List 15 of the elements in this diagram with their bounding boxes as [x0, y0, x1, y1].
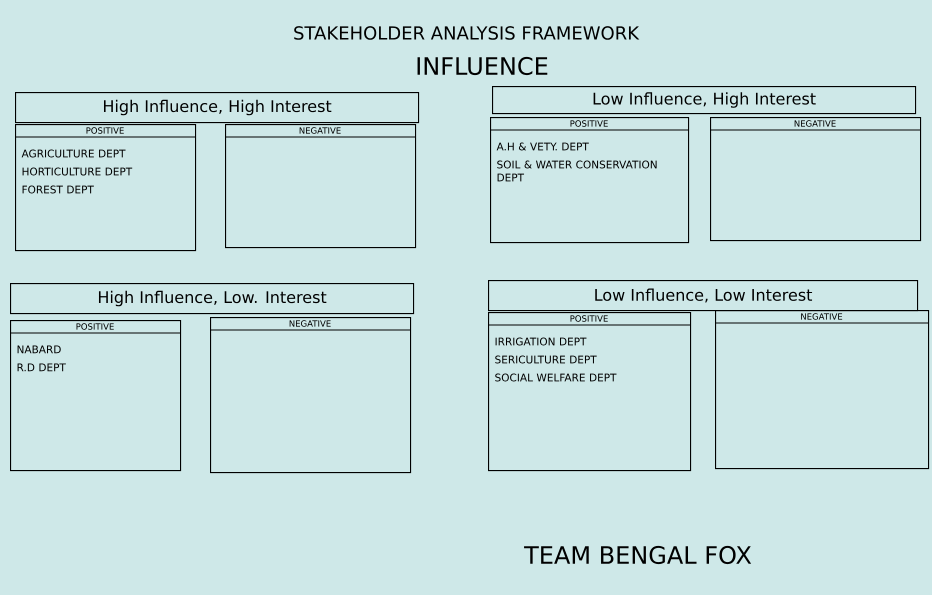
- quadrant-header: Low Influence, Low Interest: [488, 280, 918, 312]
- stakeholder-box: POSITIVE AGRICULTURE DEPT HORTICULTURE DEPT FOREST DEPT: [15, 124, 196, 252]
- quadrant-header: High Influence, Low. Interest: [10, 283, 414, 314]
- stakeholder-box: POSITIVE IRRIGATION DEPT SERICULTURE DEPT SOCIAL WELFARE DEPT: [488, 312, 692, 472]
- stakeholder-box: NEGATIVE: [225, 124, 416, 248]
- stakeholder-box: POSITIVE NABARD R.D DEPT: [10, 320, 182, 472]
- stakeholder-box: NEGATIVE: [715, 310, 930, 470]
- quadrant-header: Low Influence, High Interest: [492, 86, 916, 114]
- axis-label: INFLUENCE: [418, 56, 548, 76]
- title: STAKEHOLDER ANALYSIS FRAMEWORK: [294, 26, 640, 40]
- stakeholder-box: NEGATIVE: [210, 317, 412, 474]
- stakeholder-box: POSITIVE A.H & VETY. DEPT SOIL & WATER CONSERVATION DEPT: [490, 117, 690, 244]
- quadrant-header: High Influence, High Interest: [15, 92, 420, 124]
- stakeholder-box: NEGATIVE: [710, 117, 922, 242]
- team-name: TEAM BENGAL FOX: [524, 546, 752, 564]
